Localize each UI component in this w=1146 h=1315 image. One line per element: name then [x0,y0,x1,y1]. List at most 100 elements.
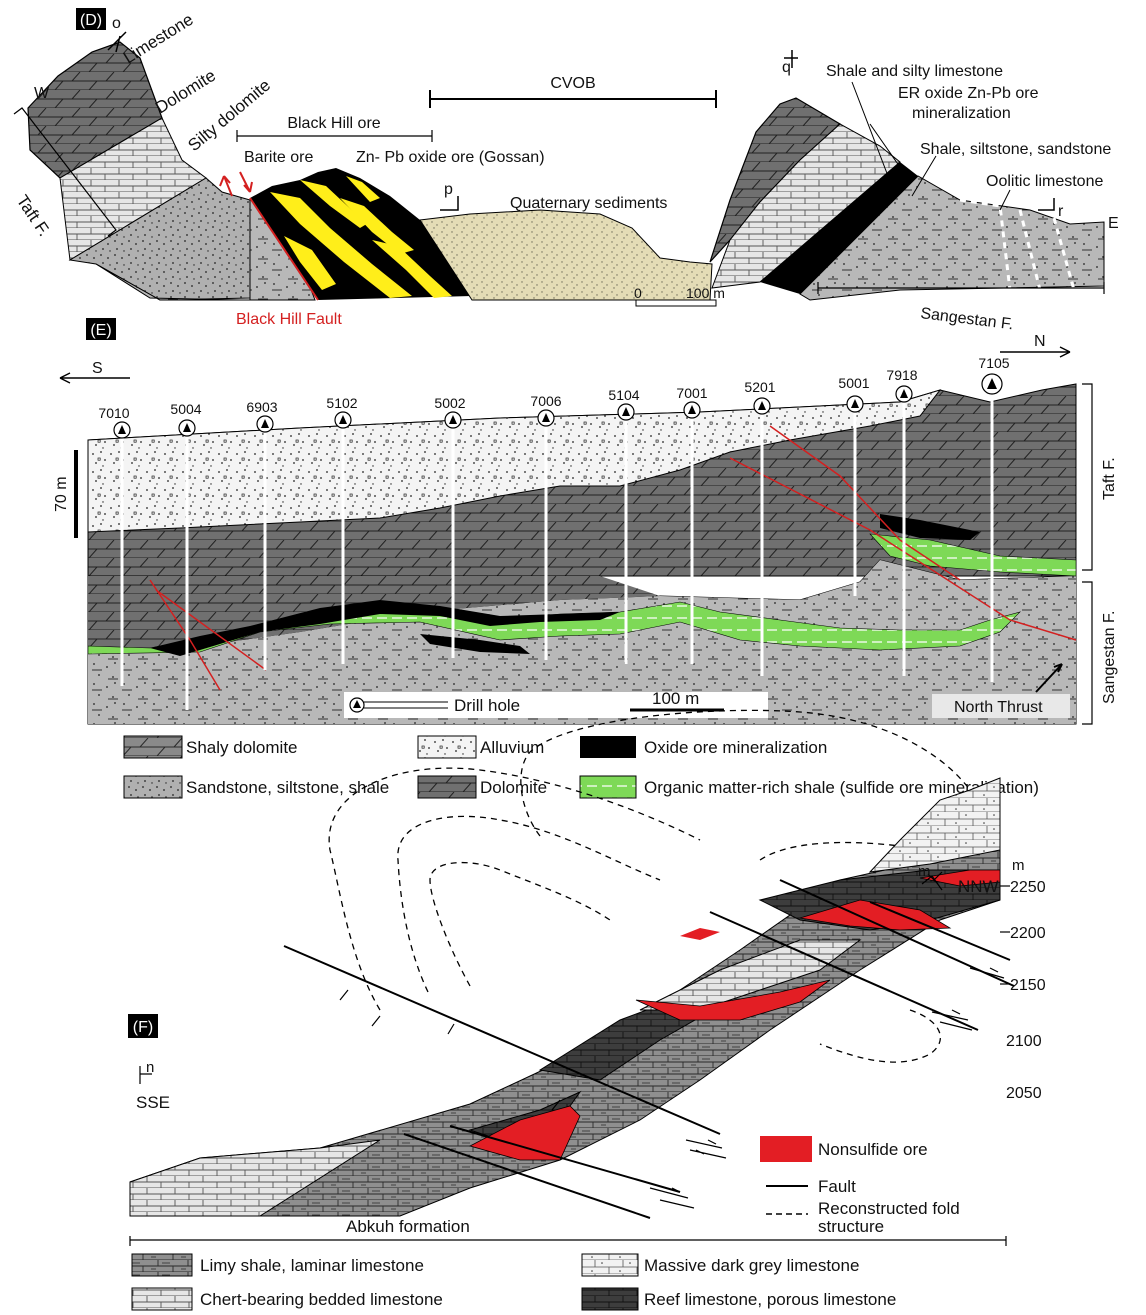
d-gossan-vein [340,198,414,254]
d-scale-bar-100m [635,299,717,307]
e-drill-hole-number: 6903 [246,399,277,415]
e-alluvium [87,389,942,533]
d-west-letter: W [34,85,50,102]
f-legend-massive: Massive dark grey limestone [644,1256,859,1275]
f-nonsulfide-ore-body [468,1105,581,1161]
e-oxide-ore-lens [420,634,530,654]
d-scale-zero: 0 [634,285,642,301]
d-gossan-vein [372,240,452,298]
e-legend-swatch-sandstone [123,775,183,799]
e-legend-swatch-organic-shale [579,775,637,799]
e-south-label: S [92,360,103,377]
f-legend: Limy shale, laminar limestone Massive da… [131,1253,896,1311]
d-black-hill-ore-bracket [236,130,433,142]
d-quaternary-sediments [419,209,713,301]
d-fault-arrow-down [239,171,253,193]
d-sangestan-bracket [817,282,1105,294]
f-legend-swatch-massive [581,1253,639,1277]
d-black-hill-ore-label: Black Hill ore [287,115,380,132]
d-east-er-oxide-ore [760,162,918,294]
d-east-oolitic-bands [959,198,1076,291]
e-drill-hole-number: 7006 [530,393,561,409]
f-slip-arrows [649,967,1005,1209]
e-drill-hole-number: 5001 [838,375,869,391]
e-drill-hole-number: 7001 [676,385,707,401]
e-legend-sandstone: Sandstone, siltstone, shale [186,778,389,797]
f-nnw-label: NNW [958,877,999,896]
f-nonsulfide-ore-body [919,869,1001,887]
f-legend-reconstructed-2: structure [818,1217,884,1236]
e-drill-hole-number: 5104 [608,387,639,403]
d-limestone-label: Limestone [120,10,197,68]
e-legend-oxide-ore: Oxide ore mineralization [644,738,827,757]
e-north-thrust-label: North Thrust [954,699,1043,716]
d-barite-ore-label: Barite ore [244,149,313,166]
e-lower-sandstone [88,560,1076,724]
f-dip-n: n [146,1059,154,1076]
d-shale-silty-limestone-label: Shale and silty limestone [826,63,1003,80]
f-legend-swatch-reef [581,1287,639,1311]
e-taft-f-label: Taft F. [1101,457,1118,500]
f-nonsulfide-ore-body [680,928,720,940]
e-scale-100m: 100 m [652,689,699,708]
d-quaternary-label: Quaternary sediments [510,195,667,212]
f-legend-chert: Chert-bearing bedded limestone [200,1290,443,1309]
f-legend-nonsulfide: Nonsulfide ore [818,1140,928,1159]
e-legend: Shaly dolomite Alluvium Oxide ore minera… [123,735,1039,799]
e-panel-label-box [86,318,116,340]
d-limestone-block [27,41,163,179]
panel-f: Nonsulfide ore Fault Reconstructed fold … [128,709,1046,1246]
e-drill-legend-box [344,692,768,718]
d-gossan-vein [270,192,412,298]
e-legend-swatch-shaly-dolomite [123,735,183,759]
e-formation-bracket [1082,383,1093,725]
d-fault-arrow-up [219,175,233,197]
f-fault-lines [283,879,1015,1219]
f-elevation-2250: 2250 [1010,879,1046,896]
f-dip-m-mark [921,875,943,891]
e-drill-hole-number: 5102 [326,395,357,411]
f-legend-swatch-limy-shale [131,1253,193,1277]
d-panel-label-box [76,8,106,30]
d-east-silty-limestone [711,123,901,289]
e-legend-alluvium: Alluvium [480,738,544,757]
e-vertical-scale-label: 70 m [53,476,70,512]
f-elevation-2050: 2050 [1006,1085,1042,1102]
f-elevation-2150: 2150 [1010,977,1046,994]
d-gossan-vein [346,176,380,202]
f-elevation-2200: 2200 [1010,925,1046,942]
d-dip-o: o [112,15,121,32]
f-elevation-ticks [1000,885,1010,985]
f-abkuh-bracket [129,1236,1007,1246]
d-dip-q: q [782,59,791,76]
e-drill-legend-line [364,701,448,709]
d-dip-symbols [107,31,1055,211]
e-drill-hole-number: 7918 [886,367,917,383]
f-legend-limy-shale: Limy shale, laminar limestone [200,1256,424,1275]
f-elevation-2100: 2100 [1006,1033,1042,1050]
panel-e: 7010 5004 6903 5102 5002 7006 5104 7001 … [53,318,1118,725]
f-chert-limestone-base [129,1139,381,1217]
e-legend-dolomite: Dolomite [480,778,547,797]
d-er-oxide-label-2: mineralization [912,105,1011,122]
e-legend-organic-shale: Organic matter-rich shale (sulfide ore m… [644,778,1039,797]
f-reconstructed-fold-lines [328,709,971,1063]
f-legend-swatch-nonsulfide [760,1136,812,1162]
e-north-arrow [1000,346,1071,358]
e-north-label: N [1034,333,1046,350]
d-scale-100m: 100 m [686,285,725,301]
e-drill-hole-shafts [120,392,994,710]
d-leader-lines [851,81,1011,211]
e-south-arrow [59,372,130,384]
e-drill-hole-glyphs [118,378,997,434]
f-dip-n-symbol [139,1066,152,1084]
e-drill-hole-number: 7105 [978,355,1009,371]
f-sse-label: SSE [136,1093,170,1112]
e-fault-line [149,579,267,691]
e-sangestan-f-label: Sangestan F. [1101,611,1118,704]
e-fault-line [729,457,1077,641]
d-cvob-bracket [429,90,717,108]
d-east-shale-siltstone [799,175,1105,301]
d-dip-r: r [1058,203,1064,220]
d-shale-siltstone-label: Shale, siltstone, sandstone [920,141,1111,158]
